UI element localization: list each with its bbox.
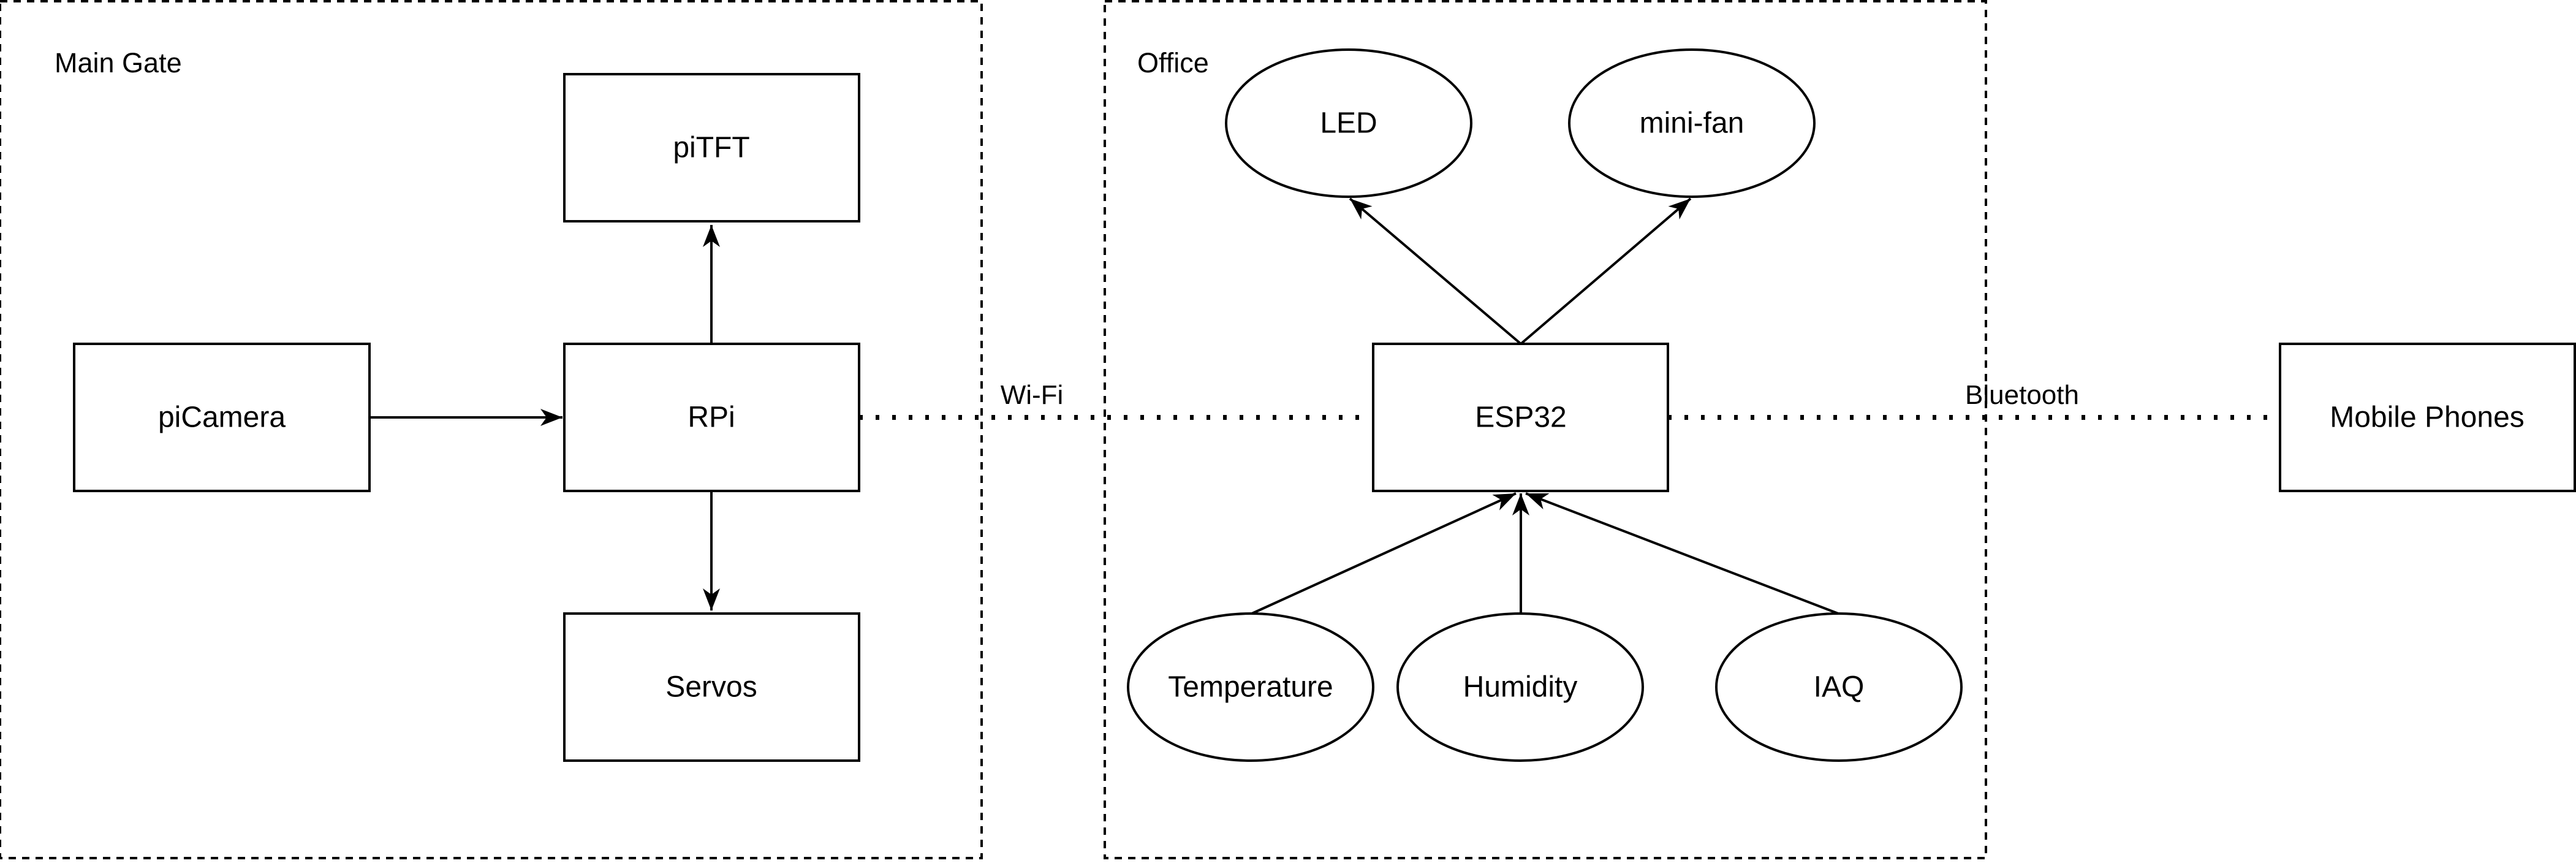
esp32-label: ESP32	[1475, 401, 1566, 434]
led-label: LED	[1320, 107, 1377, 140]
temperature-ellipse	[1127, 612, 1374, 762]
picamera-box	[73, 343, 371, 492]
node-iaq: IAQ	[1715, 612, 1963, 762]
iaq-ellipse	[1715, 612, 1963, 762]
picamera-label: piCamera	[158, 401, 286, 434]
node-esp32: ESP32	[1372, 343, 1669, 492]
led-ellipse	[1225, 48, 1472, 198]
node-picamera: piCamera	[73, 343, 371, 492]
arrow-temperature-to-esp32	[1251, 492, 1517, 615]
node-humidity: Humidity	[1396, 612, 1644, 762]
pitft-label: piTFT	[673, 132, 749, 164]
arrows	[369, 197, 1839, 615]
group-main-gate: Main Gate	[0, 0, 983, 859]
mobile-phones-box	[2279, 343, 2576, 492]
rpi-box	[563, 343, 860, 492]
wifi-link-label: Wi-Fi	[1001, 380, 1064, 410]
node-temperature: Temperature	[1127, 612, 1374, 762]
iaq-label: IAQ	[1814, 671, 1865, 704]
node-servos: Servos	[563, 612, 860, 762]
node-pitft: piTFT	[563, 73, 860, 222]
office-label: Office	[1137, 47, 1209, 78]
node-led: LED	[1225, 48, 1472, 198]
humidity-ellipse	[1396, 612, 1644, 762]
bluetooth-link-label: Bluetooth	[1965, 380, 2079, 410]
arrow-esp32-to-mini-fan	[1520, 197, 1692, 345]
node-mobile-phones: Mobile Phones	[2279, 343, 2576, 492]
humidity-label: Humidity	[1463, 671, 1578, 704]
servos-label: Servos	[665, 671, 757, 704]
pitft-box	[563, 73, 860, 222]
main-gate-label: Main Gate	[55, 47, 182, 78]
servos-box	[563, 612, 860, 762]
rpi-label: RPi	[688, 401, 735, 434]
office-frame	[1104, 0, 1987, 859]
node-rpi: RPi	[563, 343, 860, 492]
arrow-iaq-to-esp32	[1525, 492, 1839, 615]
mini-fan-label: mini-fan	[1640, 107, 1744, 140]
main-gate-frame	[0, 0, 983, 859]
group-office: Office	[1104, 0, 1987, 859]
link-bluetooth: Bluetooth	[1668, 380, 2280, 420]
node-mini-fan: mini-fan	[1568, 48, 1816, 198]
mobile-phones-label: Mobile Phones	[2330, 401, 2525, 434]
temperature-label: Temperature	[1168, 671, 1333, 704]
mini-fan-ellipse	[1568, 48, 1816, 198]
esp32-box	[1372, 343, 1669, 492]
arrow-esp32-to-led	[1349, 197, 1522, 345]
link-wifi: Wi-Fi	[859, 380, 1373, 420]
